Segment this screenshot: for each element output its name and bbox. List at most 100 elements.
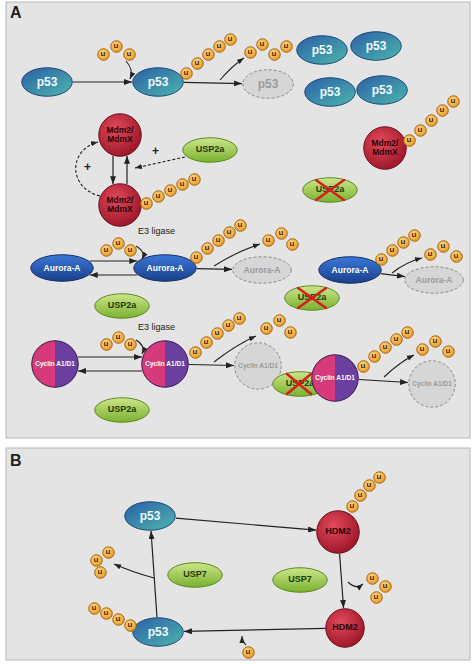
node-outline [273, 568, 328, 593]
node-outline [375, 253, 387, 265]
ubiquitin: u [112, 613, 125, 626]
node-outline [112, 331, 124, 343]
node-text: HDM2 [325, 527, 351, 536]
node-text: u [451, 97, 456, 105]
panel-letter: A [10, 4, 22, 22]
node-text: Mdm2/ MdmX [100, 126, 140, 144]
node-outline [100, 244, 112, 256]
ubiquitin: u [450, 250, 463, 263]
node-text: u [401, 238, 406, 246]
ubiquitin-transfer-arrow [136, 340, 143, 354]
node-text: u [361, 362, 366, 370]
ubiquitin: u [256, 38, 269, 51]
node-text: u [377, 473, 382, 481]
ubiquitin: u [437, 240, 450, 253]
node-text: u [446, 347, 451, 355]
node-outline [201, 242, 213, 254]
node-text: u [246, 648, 251, 656]
inhibition-cross [316, 180, 344, 200]
ubiquitin: u [201, 242, 214, 255]
node-text: u [374, 593, 379, 601]
node-text: HDM2 [332, 623, 358, 632]
node-outline [244, 46, 256, 58]
cyclin-protein: Cyclin A1/D1 [311, 354, 359, 402]
ubiquitin: u [110, 40, 123, 53]
node-outline [200, 336, 212, 348]
node-text: u [128, 246, 133, 254]
node-text: u [284, 42, 289, 50]
node-text: u [184, 69, 189, 77]
node-outline [152, 190, 164, 202]
reaction-arrow [73, 81, 132, 82]
ubiquitin: u [242, 646, 255, 659]
p53-protein: p53 [124, 501, 176, 531]
node-outline [191, 57, 203, 69]
reaction-arrow [78, 370, 142, 371]
node-text: Cyclin A1/D1 [412, 381, 452, 388]
node-text: u [418, 126, 423, 134]
node-text: u [217, 42, 222, 50]
ubiquitin: u [354, 489, 367, 502]
node-outline [222, 319, 234, 331]
node-outline [99, 184, 142, 227]
enzyme-label: E3 ligase [138, 226, 175, 236]
node-text: u [144, 199, 149, 207]
ubiquitin: u [275, 227, 288, 240]
node-text: u [101, 50, 106, 58]
node-text: u [272, 50, 277, 58]
node-text: u [420, 345, 425, 353]
node-text: Aurora-A [44, 264, 81, 273]
ubiquitin-transfer-arrow [242, 636, 246, 645]
node-text: Aurora-A [332, 266, 369, 275]
panel-letter: B [10, 452, 22, 470]
node-outline [124, 619, 136, 631]
node-outline [273, 314, 285, 326]
node-text: u [390, 246, 395, 254]
node-text: u [104, 609, 109, 617]
node-text: u [106, 548, 111, 556]
plus-sign: + [152, 144, 159, 158]
node-outline [326, 609, 365, 648]
ubiquitin: u [191, 57, 204, 70]
node-text: u [204, 338, 209, 346]
ubiquitin: u [357, 360, 370, 373]
ubiquitin: u [233, 312, 246, 325]
node-outline [124, 244, 136, 256]
ubiquitin: u [379, 341, 392, 354]
node-text: u [379, 255, 384, 263]
ubiquitin: u [370, 591, 383, 604]
ubiquitin: u [403, 134, 416, 147]
node-text: u [394, 335, 399, 343]
ubiquitin: u [363, 479, 376, 492]
node-outline [188, 173, 200, 185]
ubiquitin: u [224, 33, 237, 46]
ubiquitin-transfer-arrow [126, 61, 131, 79]
node-outline [140, 197, 152, 209]
node-text: u [428, 250, 433, 258]
node-text: u [370, 574, 375, 582]
node-outline [180, 67, 192, 79]
node-outline [408, 229, 420, 241]
ubiquitin: u [442, 345, 455, 358]
cyclin-protein: Cyclin A1/D1 [141, 340, 189, 388]
node-text: USP7 [183, 570, 207, 579]
node-text: u [104, 340, 109, 348]
ubiquitin: u [164, 184, 177, 197]
node-outline [364, 127, 407, 170]
node-outline [390, 333, 402, 345]
node-text: u [407, 136, 412, 144]
node-outline [211, 327, 223, 339]
p53-protein: p53 [304, 77, 356, 107]
ubiquitin: u [100, 607, 113, 620]
node-text: u [156, 192, 161, 200]
reaction-arrow [126, 156, 127, 184]
degraded-protein: Cyclin A1/D1 [408, 360, 456, 408]
node-outline [268, 48, 280, 60]
reaction-arrow [112, 156, 113, 184]
node-text: USP2a [196, 145, 225, 154]
node-text: Cyclin A1/D1 [35, 361, 75, 368]
reaction-arrow [381, 274, 405, 277]
node-text: u [195, 59, 200, 67]
node-text: u [238, 221, 243, 229]
node-outline [189, 346, 201, 358]
